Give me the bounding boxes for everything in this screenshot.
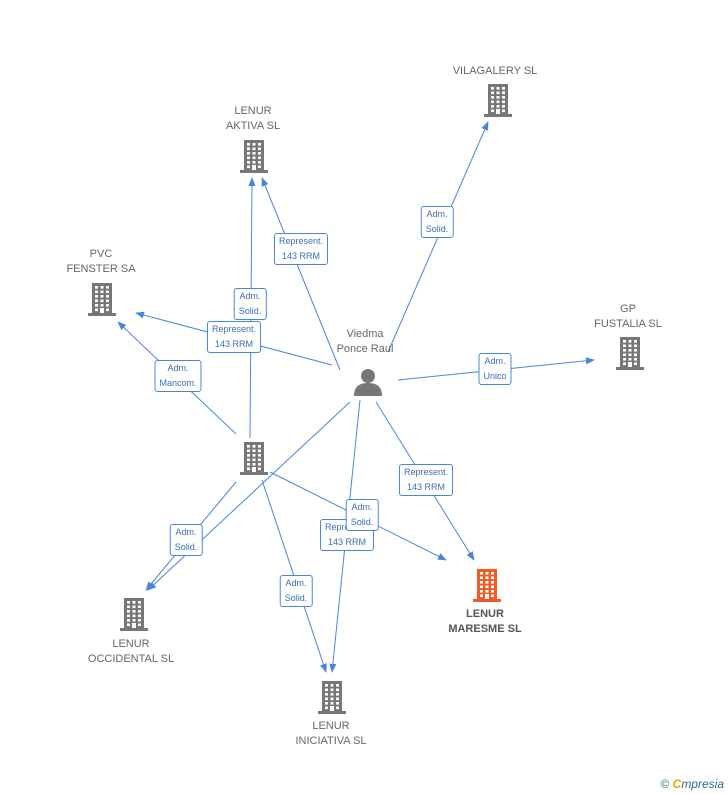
edge-label[interactable]: Adm. Solid. xyxy=(279,575,313,607)
building-icon-focus[interactable] xyxy=(472,568,502,607)
edge-label[interactable]: Adm. Solid. xyxy=(345,499,379,531)
edge-viedma-to-aktiva xyxy=(261,177,341,371)
node-label-viedma[interactable]: Viedma Ponce Raul xyxy=(336,328,394,355)
node-label-vilagalery[interactable]: VILAGALERY SL xyxy=(452,65,538,77)
building-icon[interactable] xyxy=(615,336,645,375)
building-icon[interactable] xyxy=(239,139,269,178)
brand-name: mpresia xyxy=(681,777,724,791)
brand-initial: C xyxy=(672,777,682,791)
edge-label[interactable]: Adm. Solid. xyxy=(169,524,203,556)
node-label-pvc[interactable]: PVC FENSTER SA xyxy=(66,248,136,275)
node-label-aktiva[interactable]: LENUR AKTIVA SL xyxy=(225,105,281,132)
edge-label[interactable]: Adm. Mancom. xyxy=(154,360,202,392)
building-icon[interactable] xyxy=(317,680,347,719)
edge-label[interactable]: Represent. 143 RRM xyxy=(398,464,454,496)
edge-label[interactable]: Adm. Unico xyxy=(478,353,512,385)
node-label-iniciativa[interactable]: LENUR INICIATIVA SL xyxy=(295,720,367,747)
footer-brand[interactable]: © Cmpresia xyxy=(660,777,724,791)
edge-label[interactable]: Represent. 143 RRM xyxy=(273,233,329,265)
edge-label[interactable]: Adm. Solid. xyxy=(420,206,454,238)
building-icon[interactable] xyxy=(239,441,269,480)
edge-viedma-to-occidental xyxy=(147,401,351,591)
building-icon[interactable] xyxy=(87,282,117,321)
node-label-gp[interactable]: GP FUSTALIA SL xyxy=(594,303,662,330)
building-icon[interactable] xyxy=(483,83,513,122)
node-label-maresme[interactable]: LENUR MARESME SL xyxy=(448,608,522,635)
building-icon[interactable] xyxy=(119,597,149,636)
copyright-symbol: © xyxy=(660,777,670,791)
edge-label[interactable]: Represent. 143 RRM xyxy=(206,321,262,353)
person-icon[interactable] xyxy=(353,367,383,402)
node-label-occidental[interactable]: LENUR OCCIDENTAL SL xyxy=(87,638,175,665)
edge-label[interactable]: Adm. Solid. xyxy=(233,288,267,320)
